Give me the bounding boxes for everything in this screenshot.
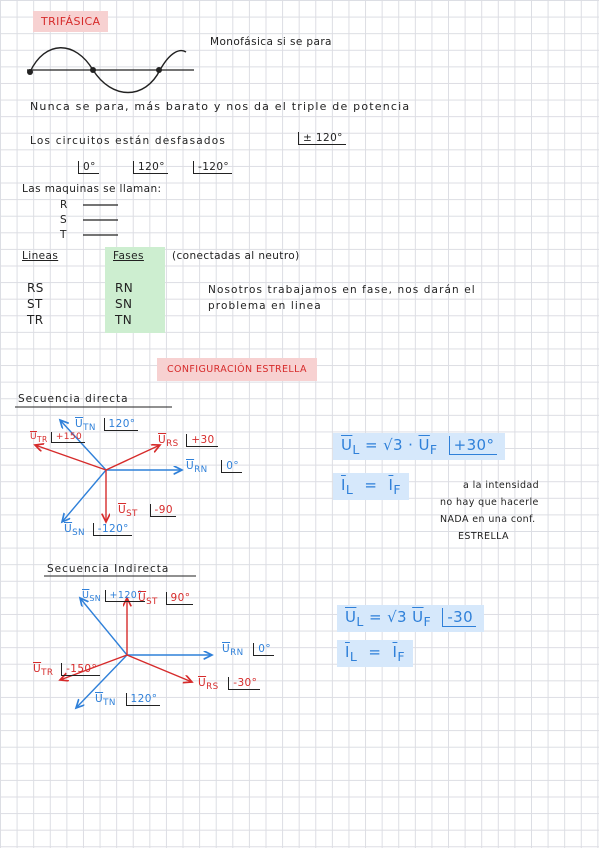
- angle-neg120: -120°: [193, 161, 233, 174]
- directa-label-urs: URS +30: [158, 434, 218, 449]
- monofasica-note: Monofásica si se para: [210, 36, 332, 48]
- maquinas-label: Las maquinas se llaman:: [22, 183, 162, 195]
- directa-side-note-3: NADA en una conf.: [440, 514, 536, 525]
- directa-label-usn: USN -120°: [64, 523, 132, 538]
- indirecta-formula-voltage: UL = √3 UF -30: [337, 605, 485, 632]
- indirecta-label-utn: UTN 120°: [95, 693, 161, 708]
- indirecta-label-urs: URS -30°: [198, 677, 261, 692]
- line-circuitos: Los circuitos están desfasados: [30, 135, 227, 147]
- directa-label-utn: UTN 120°: [75, 418, 139, 433]
- directa-side-note-4: ESTRELLA: [458, 531, 509, 542]
- directa-side-note-2: no hay que hacerle: [440, 497, 539, 508]
- directa-label-urn: URN 0°: [186, 460, 243, 475]
- maquina-t: T: [60, 229, 67, 241]
- angle-120: 120°: [133, 161, 168, 174]
- fases-note: (conectadas al neutro): [172, 250, 300, 262]
- maquina-s: S: [60, 214, 68, 226]
- maquina-r: R: [60, 199, 68, 211]
- directa-formula-current: IL = IF: [333, 473, 409, 500]
- line-nunca: Nunca se para, más barato y nos da el tr…: [30, 100, 411, 113]
- page-title: TRIFÁSICA: [33, 11, 109, 32]
- indirecta-label-ust: UST 90°: [138, 592, 194, 607]
- lineas-header: Lineas: [22, 250, 59, 262]
- desfase-angle: ± 120°: [298, 132, 346, 145]
- nosotros-note-2: problema en linea: [208, 300, 322, 312]
- linea-tr: TR: [27, 313, 44, 327]
- fase-rn: RN: [115, 281, 134, 295]
- fase-sn: SN: [115, 297, 133, 311]
- indirecta-heading: Secuencia Indirecta: [47, 563, 170, 575]
- angle-0: 0°: [78, 161, 99, 174]
- directa-side-note-1: a la intensidad: [463, 480, 540, 491]
- config-title: CONFIGURACIÓN ESTRELLA: [157, 358, 317, 381]
- indirecta-label-usn: USN +120°: [82, 590, 146, 603]
- fases-highlight: [105, 247, 165, 333]
- directa-label-ust: UST -90: [118, 504, 176, 519]
- directa-formula-voltage: UL = √3 · UF +30°: [333, 433, 506, 460]
- fases-header: Fases: [113, 250, 144, 262]
- indirecta-formula-current: IL = IF: [337, 640, 413, 667]
- linea-rs: RS: [27, 281, 44, 295]
- nosotros-note-1: Nosotros trabajamos en fase, nos darán e…: [208, 284, 476, 296]
- indirecta-label-urn: URN 0°: [222, 643, 275, 658]
- fase-tn: TN: [115, 313, 133, 327]
- indirecta-label-utr: UTR -150°: [33, 663, 101, 678]
- directa-heading: Secuencia directa: [18, 393, 129, 405]
- linea-st: ST: [27, 297, 43, 311]
- directa-label-utr: UTR +150: [30, 432, 86, 444]
